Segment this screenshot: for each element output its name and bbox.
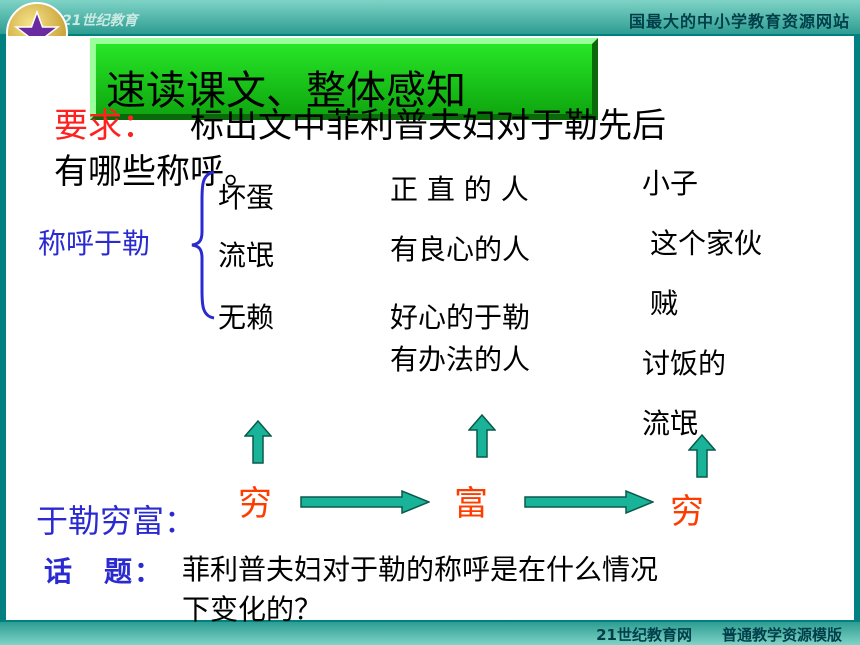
term-item: 这个家伙: [650, 227, 763, 260]
term-item: 流氓: [642, 407, 699, 440]
term-item: 讨饭的: [642, 347, 727, 380]
footer-text: 21世纪教育网 普通教学资源模版: [596, 626, 842, 644]
title-box: 速读课文、整体感知: [90, 38, 598, 120]
term-item: 坏蛋: [218, 181, 275, 214]
topic-text: 菲利普夫妇对于勒的称呼是在什么情况: [182, 553, 659, 586]
top-banner: 21世纪教育 国最大的中小学教育资源网站: [0, 0, 860, 34]
requirement-text-line2: 有哪些称呼。: [54, 152, 258, 192]
requirement-text: 标出文中菲利普夫妇对于勒先后: [190, 106, 666, 146]
term-item: 有办法的人: [390, 343, 531, 376]
term-item: 贼: [650, 287, 679, 320]
callee-label: 称呼于勒: [38, 227, 151, 260]
up-arrow-icon: [468, 414, 496, 458]
content-panel: 速读课文、整体感知 要求： 标出文中菲利普夫妇对于勒先后 有哪些称呼。 称呼于勒…: [6, 36, 854, 626]
term-item: 好心的于勒: [390, 301, 531, 334]
state-rich: 富: [454, 484, 488, 524]
topic-text-line2: 下变化的？: [182, 593, 323, 626]
topic-label: 话 题：: [44, 555, 165, 588]
wealth-label: 于勒穷富：: [36, 502, 197, 540]
right-arrow-icon: [300, 490, 430, 514]
slide-title: 速读课文、整体感知: [106, 68, 466, 114]
site-name: 21世纪教育: [62, 13, 138, 29]
term-item: 无赖: [218, 301, 275, 334]
right-arrow-icon: [524, 490, 654, 514]
up-arrow-icon: [244, 420, 272, 464]
state-poor: 穷: [238, 484, 272, 524]
term-item: 小子: [642, 167, 699, 200]
term-item: 流氓: [218, 239, 275, 272]
bottom-banner: 21世纪教育网 普通教学资源模版: [0, 622, 860, 645]
term-item: 有良心的人: [390, 233, 531, 266]
requirement-label: 要求：: [54, 106, 156, 146]
up-arrow-icon: [688, 434, 716, 478]
site-slogan: 国最大的中小学教育资源网站: [628, 12, 850, 31]
term-item: 正 直 的 人: [390, 173, 529, 206]
state-poor: 穷: [670, 492, 704, 532]
left-brace-icon: [191, 170, 215, 320]
